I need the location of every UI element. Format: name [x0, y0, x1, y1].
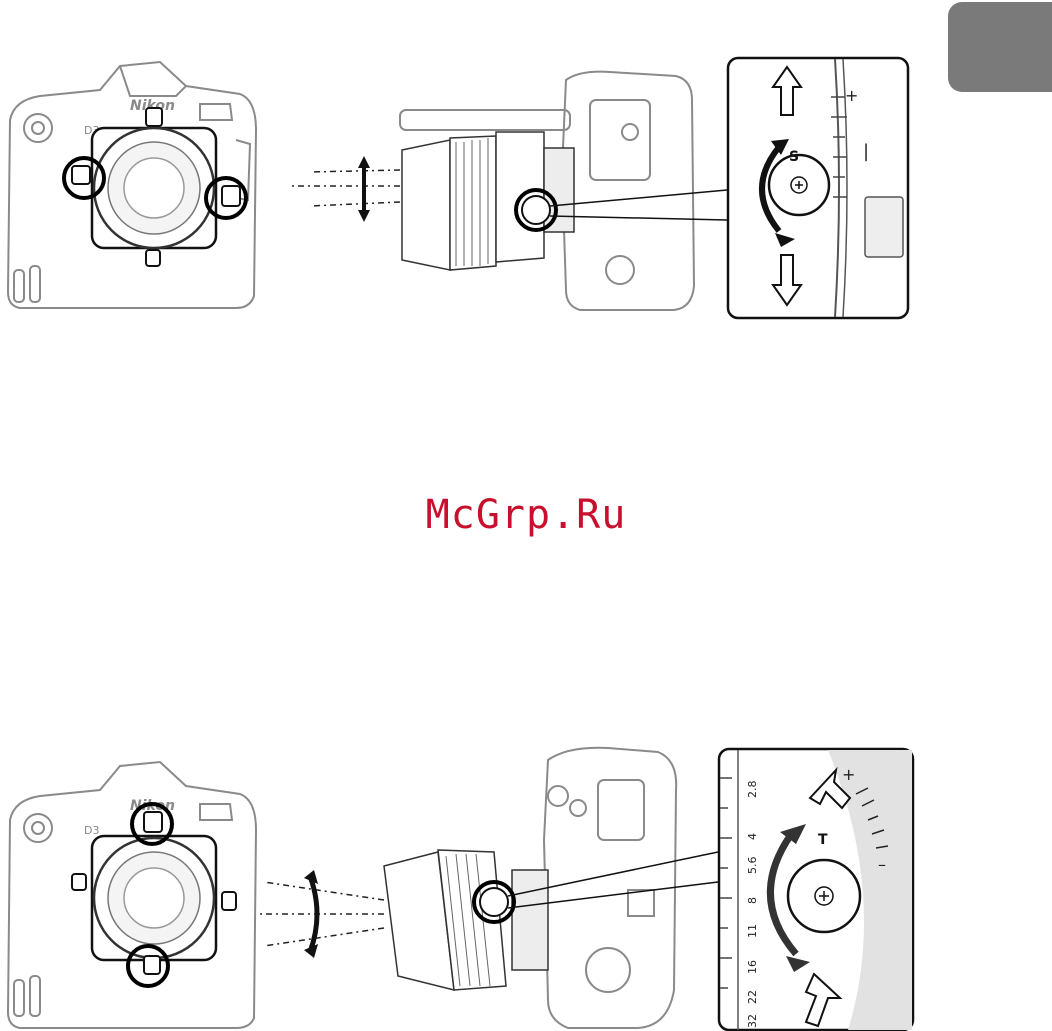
camera-front-tilt-illustration: Nikon D3	[0, 760, 262, 1031]
watermark: McGrp.Ru	[0, 492, 1052, 538]
shift-minus-mark: |	[863, 141, 869, 162]
shift-knob-inset: + | S	[727, 57, 909, 319]
aperture-4: 4	[746, 833, 759, 840]
tilt-knob-bottom	[144, 956, 160, 974]
camera-side-shift-illustration	[280, 60, 720, 320]
aperture-8: 8	[746, 897, 759, 904]
shift-plus-mark: +	[845, 86, 858, 105]
camera-model-label-bottom: D3	[84, 824, 99, 837]
shift-knob-right	[222, 186, 240, 206]
aperture-32: 32	[746, 1014, 759, 1028]
aperture-11: 11	[746, 924, 759, 938]
shift-knob-left	[72, 166, 90, 184]
camera-front-shift-illustration: Nikon D3	[0, 60, 262, 320]
tilt-knob-letter: T	[818, 832, 828, 848]
aperture-16: 16	[746, 960, 759, 974]
aperture-22: 22	[746, 990, 759, 1004]
camera-side-tilt-illustration	[258, 740, 718, 1031]
tilt-knob-top	[144, 812, 162, 832]
section-tab	[948, 2, 1052, 92]
aperture-5-6: 5.6	[746, 857, 759, 875]
shift-direction-arrow	[358, 156, 370, 222]
shift-knob-letter: S	[789, 149, 799, 165]
tilt-minus-mark: –	[878, 855, 886, 874]
tilt-plus-mark: +	[842, 765, 855, 784]
tilt-direction-arrow	[310, 876, 317, 952]
aperture-2-8: 2.8	[746, 781, 759, 799]
tilt-knob-inset: 2.8 4 5.6 8 11 16 22 32 + – T	[718, 748, 914, 1031]
